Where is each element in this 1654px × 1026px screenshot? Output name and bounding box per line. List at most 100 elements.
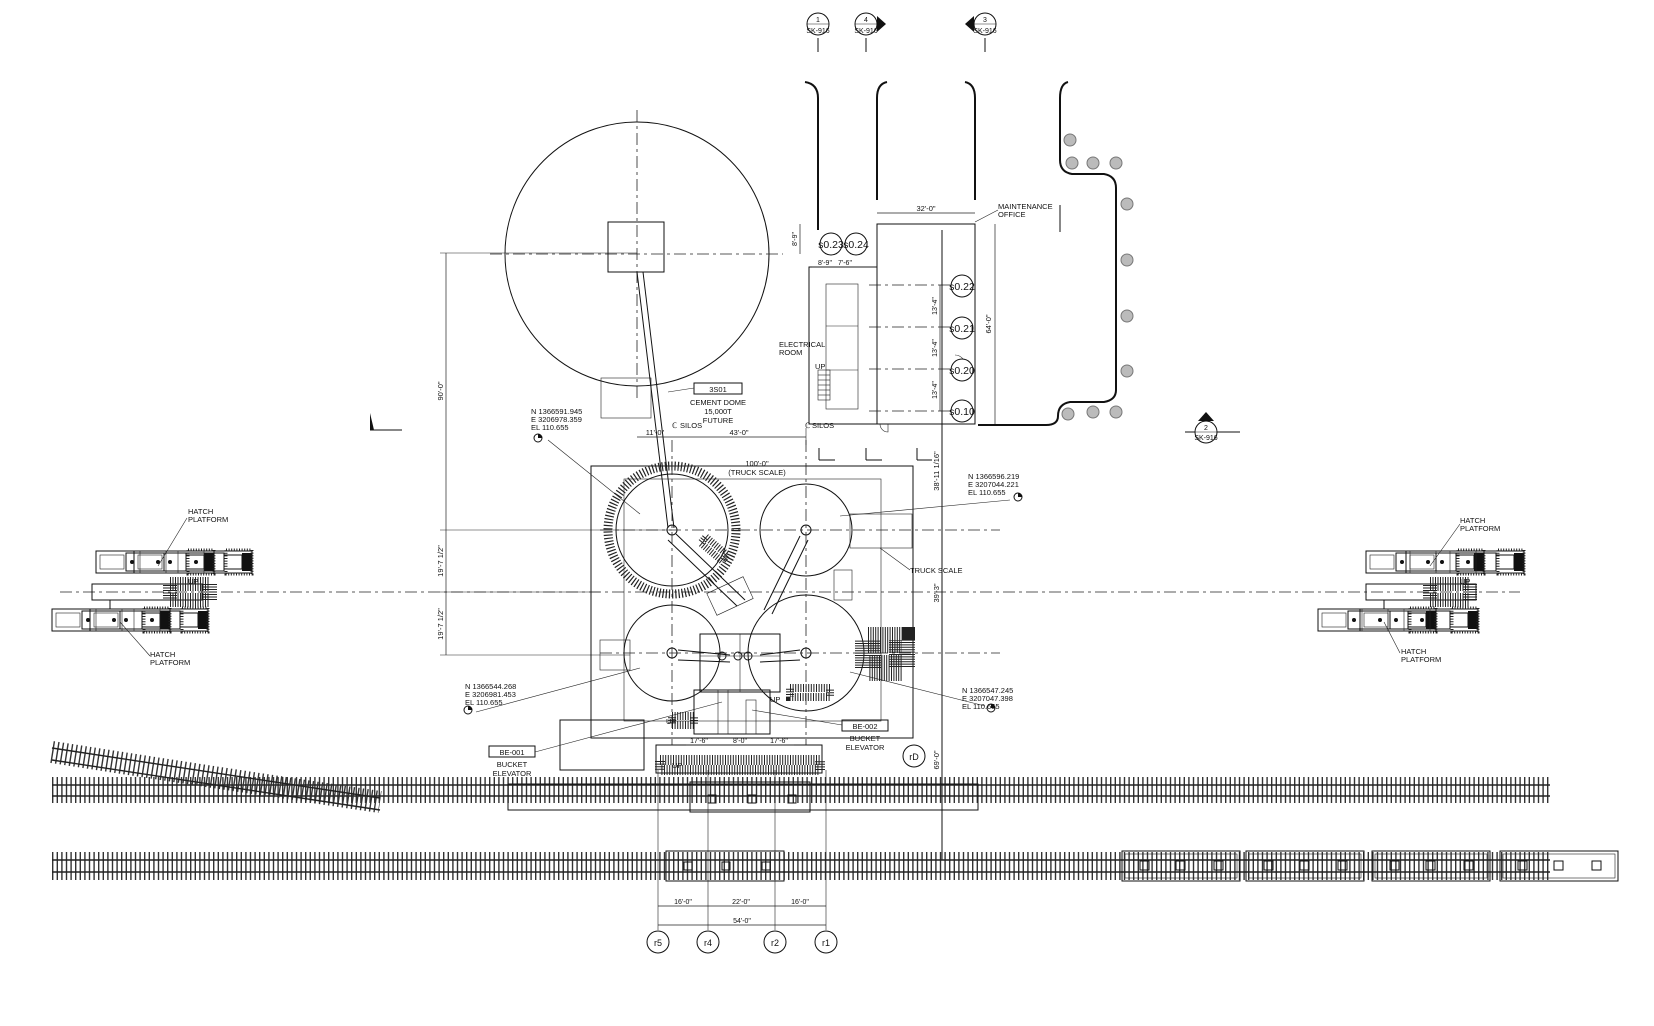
north-arrow <box>370 413 374 430</box>
column-tag: s0.21 <box>949 323 975 335</box>
elevator-dims: 17'-6" 8'-0" 17'-6" <box>686 738 794 746</box>
coord-n: N 1366591.945 <box>531 407 582 416</box>
coord-n: N 1366596.219 <box>968 472 1019 481</box>
column-tag: s0.22 <box>949 281 975 293</box>
conveyors <box>667 532 915 729</box>
electrical-label-2: ROOM <box>779 348 802 357</box>
dim-text: 16'-0" <box>674 899 692 906</box>
rail-track-switch <box>50 741 382 813</box>
hatch-label-1: HATCH <box>188 507 213 516</box>
be-label-2: ELEVATOR <box>846 743 885 752</box>
grid-bubble-label: r2 <box>771 938 779 948</box>
bucket-elevator-be-002: BE-002 BUCKET ELEVATOR <box>751 709 889 752</box>
hatch-platform-left: UP HATCH PLATFORM HATCH PLATFORM <box>50 507 254 667</box>
coord-el: EL 110.655 <box>465 698 503 707</box>
dim-text: 43'-0" <box>729 428 748 437</box>
dome-label-2: 15,000T <box>704 407 732 416</box>
dim-text: 13'-4" <box>932 381 939 399</box>
dim-text: 13'-4" <box>932 297 939 315</box>
section-marker-num: 4 <box>864 17 868 24</box>
hatch-label-1: HATCH <box>1460 516 1485 525</box>
silos-label: SILOS <box>680 421 702 430</box>
up-label: UP <box>1460 577 1470 586</box>
maintenance-label-2: OFFICE <box>998 210 1026 219</box>
coord-callout-nw: N 1366591.945 E 3206978.359 EL 110.655 <box>531 407 641 515</box>
be-label-1: BUCKET <box>497 760 528 769</box>
dim-text: 38'-11 1/16" <box>932 451 941 491</box>
truck-scale-dim-note: (TRUCK SCALE) <box>728 468 786 477</box>
dome-label-3: FUTURE <box>703 416 733 425</box>
row-bubble-label: rD <box>909 752 919 762</box>
coord-e: E 3207044.221 <box>968 480 1019 489</box>
dome-label-1: CEMENT DOME <box>690 398 746 407</box>
grid-bubble-rD: rD <box>902 744 926 768</box>
dim-text: 22'-0" <box>732 899 750 906</box>
section-marker-sheet: SK-916 <box>973 28 996 35</box>
coord-el: EL 110.655 <box>962 702 1000 711</box>
hatch-platform-right: UP HATCH PLATFORM HATCH PLATFORM <box>1316 516 1526 664</box>
centerline-mark: ℂ <box>672 421 678 430</box>
coord-el: EL 110.655 <box>968 488 1006 497</box>
section-marker-4: 4 SK-916 <box>854 12 886 52</box>
maintenance-label-1: MAINTENANCE <box>998 202 1053 211</box>
truck-scale-label: TRUCK SCALE <box>910 566 963 575</box>
dim-text: 90'-0" <box>436 381 445 400</box>
overall-dimensions: 90'-0" 19'-7 1/2" 19'-7 1/2" 11'-0" 43'-… <box>436 230 943 860</box>
coord-callout-sw: N 1366544.268 E 3206981.453 EL 110.655 <box>463 667 641 715</box>
electrical-label-1: ELECTRICAL <box>779 340 825 349</box>
dim-text: 16'-0" <box>791 899 809 906</box>
cement-dome: 3S01 CEMENT DOME 15,000T FUTURE <box>490 110 783 529</box>
office-depth-label: 64'-0" <box>984 314 993 333</box>
column-tag: s0.24 <box>843 239 869 251</box>
centerline-mark: ℂ <box>805 421 811 430</box>
bucket-elevator-be-001: BE-001 BUCKET ELEVATOR <box>488 701 723 778</box>
dim-text: 8'-9" <box>792 232 799 246</box>
up-label: UP <box>770 695 780 704</box>
dim-text: 17'-6" <box>770 738 788 745</box>
dim-text: 19'-7 1/2" <box>436 545 445 577</box>
be-tag: BE-001 <box>499 748 524 757</box>
coord-e: E 3206981.453 <box>465 690 516 699</box>
dim-text: 39'-3" <box>932 583 941 602</box>
dim-text: 11'-0" <box>646 428 665 437</box>
elevator-tower <box>655 633 825 775</box>
coord-e: E 3207047.398 <box>962 694 1013 703</box>
hatch-label-2: PLATFORM <box>150 658 190 667</box>
grid-bubble-label: r5 <box>654 938 662 948</box>
bottom-dims: 16'-0" 22'-0" 16'-0" 54'-0" <box>658 899 826 926</box>
be-label-1: BUCKET <box>850 734 881 743</box>
up-label: UP <box>815 362 825 371</box>
column-tag-bubbles: s0.23 s0.24 s0.22 s0.21 s0.20 s0.10 <box>818 232 975 423</box>
truck-scale-dim: 100'-0" <box>745 459 769 468</box>
be-label-2: ELEVATOR <box>493 769 532 778</box>
column-tag: s0.23 <box>818 239 844 251</box>
dim-text: 54'-0" <box>733 918 751 925</box>
hatch-label-2: PLATFORM <box>1401 655 1441 664</box>
hatch-label-1: HATCH <box>150 650 175 659</box>
office-width-label: 32'-0" <box>916 204 935 213</box>
dim-text: 13'-4" <box>932 339 939 357</box>
dim-text: 17'-6" <box>690 738 708 745</box>
rail-track-lower <box>52 852 1550 880</box>
section-marker-num: 2 <box>1204 425 1208 432</box>
column-tag: s0.10 <box>949 406 975 418</box>
grid-lines-bottom <box>657 770 827 930</box>
coord-callout-ne: N 1366596.219 E 3207044.221 EL 110.655 <box>839 472 1023 517</box>
grid-bubbles-bottom: r5 r4 r2 r1 <box>646 930 838 954</box>
column-tag: s0.20 <box>949 365 975 377</box>
hatch-label-2: PLATFORM <box>188 515 228 524</box>
up-label: UP <box>672 761 682 770</box>
hatch-label-2: PLATFORM <box>1460 524 1500 533</box>
dome-tag: 3S01 <box>709 385 727 394</box>
hatch-label-1: HATCH <box>1401 647 1426 656</box>
dim-text: 8'-0" <box>733 738 747 745</box>
railcars-lower <box>665 850 1619 882</box>
dim-text: 7'-6" <box>838 260 852 267</box>
electrical-room: UP ELECTRICAL ROOM 8'-9" 7'-6" 8'-9" 13'… <box>779 224 975 425</box>
truck-scale-pad: 100'-0" (TRUCK SCALE) TRUCK SCALE <box>559 459 963 771</box>
dim-text: 19'-7 1/2" <box>436 608 445 640</box>
access-road-curbs <box>804 81 1117 426</box>
be-tag: BE-002 <box>852 722 877 731</box>
section-marker-sheet: SK-916 <box>854 28 877 35</box>
